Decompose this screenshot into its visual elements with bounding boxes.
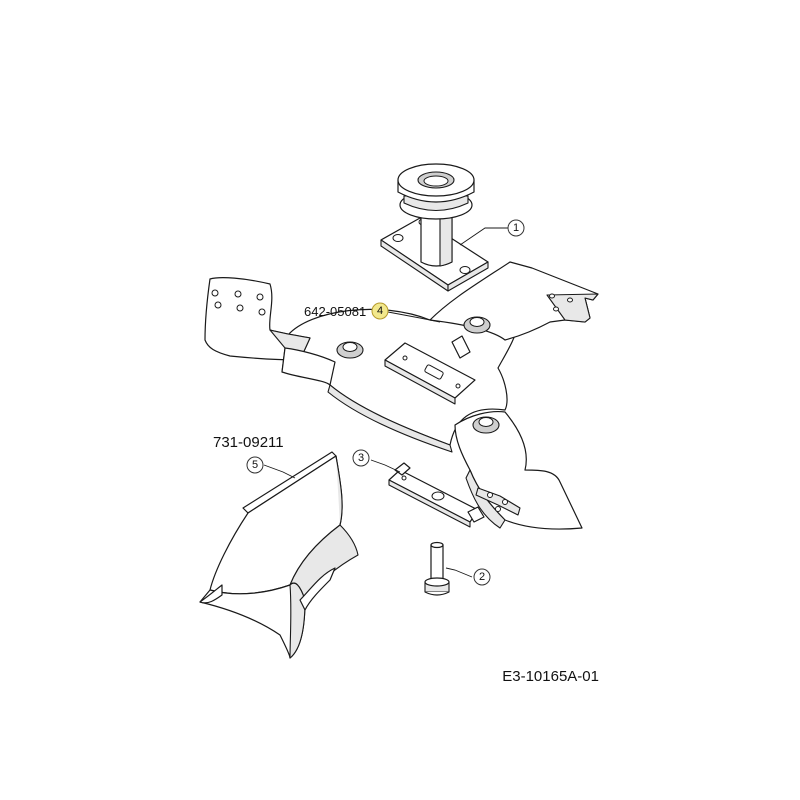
svg-text:3: 3 [358, 452, 364, 464]
blade-nut-bottom [472, 416, 500, 434]
drawing-reference: E3-10165A-01 [502, 668, 599, 685]
deflector[interactable] [199, 451, 359, 659]
callout-4[interactable]: 4 [371, 302, 389, 320]
blade-nut-top [463, 316, 491, 334]
callout-1[interactable]: 1 [507, 219, 525, 237]
blade-assembly[interactable] [204, 261, 599, 530]
callout-2[interactable]: 2 [473, 568, 491, 586]
bracket[interactable] [388, 462, 485, 528]
svg-text:1: 1 [513, 222, 519, 234]
blade-nut-left [336, 341, 364, 359]
part-number-blade-assembly: 642-05081 [304, 304, 366, 319]
part-number-deflector: 731-09211 [213, 434, 284, 451]
svg-text:2: 2 [479, 571, 485, 583]
svg-text:5: 5 [252, 459, 258, 471]
callout-3[interactable]: 3 [352, 449, 370, 467]
svg-text:4: 4 [377, 305, 383, 317]
callout-5[interactable]: 5 [246, 456, 264, 474]
bolt[interactable] [424, 541, 450, 596]
spindle-hub[interactable] [380, 163, 489, 292]
